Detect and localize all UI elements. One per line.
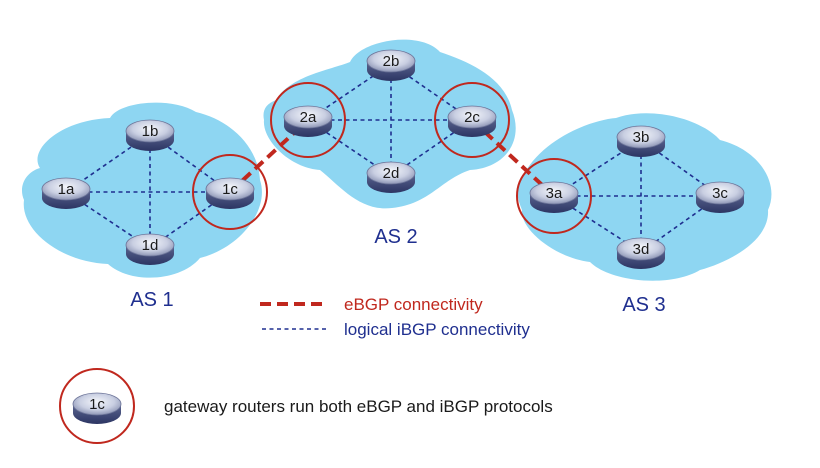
router-3c: 3c (695, 181, 745, 213)
router-label: 1c (222, 181, 238, 198)
router-3a: 3a (529, 181, 579, 213)
legend-gateway-router-icon: 1c (72, 392, 122, 424)
as2-label: AS 2 (374, 226, 417, 248)
routers: 1a 1b 1c 1d 2a 2b 2c 2d 3a 3b 3c 3d (41, 49, 745, 269)
router-top-icon (41, 177, 91, 201)
router-top-icon (125, 233, 175, 257)
router-3b: 3b (616, 125, 666, 157)
legend-gateway-router: 1c (59, 368, 135, 444)
router-top-icon (205, 177, 255, 201)
router-top-icon (366, 49, 416, 73)
legend-gateway-text: gateway routers run both eBGP and iBGP p… (164, 397, 553, 416)
router-label: 2b (383, 53, 400, 70)
gateway-ring-2c (434, 82, 510, 158)
router-label: 1c (89, 396, 105, 413)
as3-label: AS 3 (622, 294, 665, 316)
router-label: 3d (633, 241, 650, 258)
router-top-icon (447, 105, 497, 129)
as3-cloud (517, 113, 772, 281)
legend-ebgp-text: eBGP connectivity (344, 295, 483, 314)
router-label: 1a (58, 181, 75, 198)
router-2d: 2d (366, 161, 416, 193)
router-label: 2d (383, 165, 400, 182)
as2-cloud (263, 39, 516, 209)
router-2b: 2b (366, 49, 416, 81)
router-top-icon (72, 392, 122, 416)
router-top-icon (366, 161, 416, 185)
router-top-icon (616, 125, 666, 149)
router-top-icon (529, 181, 579, 205)
router-1b: 1b (125, 119, 175, 151)
legend-gateway-ring (59, 368, 135, 444)
router-label: 3b (633, 129, 650, 146)
router-label: 2c (464, 109, 480, 126)
router-3d: 3d (616, 237, 666, 269)
router-label: 1d (142, 237, 159, 254)
router-1d: 1d (125, 233, 175, 265)
router-label: 2a (300, 109, 317, 126)
router-2c: 2c (447, 105, 497, 137)
router-label: 3a (546, 185, 563, 202)
gateway-ring-1c (192, 154, 268, 230)
router-top-icon (695, 181, 745, 205)
gateway-ring-2a (270, 82, 346, 158)
as1-cloud (21, 102, 262, 278)
router-label: 3c (712, 185, 728, 202)
gateway-rings (192, 82, 592, 234)
gateway-ring-3a (516, 158, 592, 234)
as1-label: AS 1 (130, 289, 173, 311)
router-top-icon (125, 119, 175, 143)
router-1a: 1a (41, 177, 91, 209)
router-top-icon (616, 237, 666, 261)
router-label: 1b (142, 123, 159, 140)
router-top-icon (283, 105, 333, 129)
router-1c: 1c (205, 177, 255, 209)
router-2a: 2a (283, 105, 333, 137)
legend-ibgp-text: logical iBGP connectivity (344, 320, 530, 339)
